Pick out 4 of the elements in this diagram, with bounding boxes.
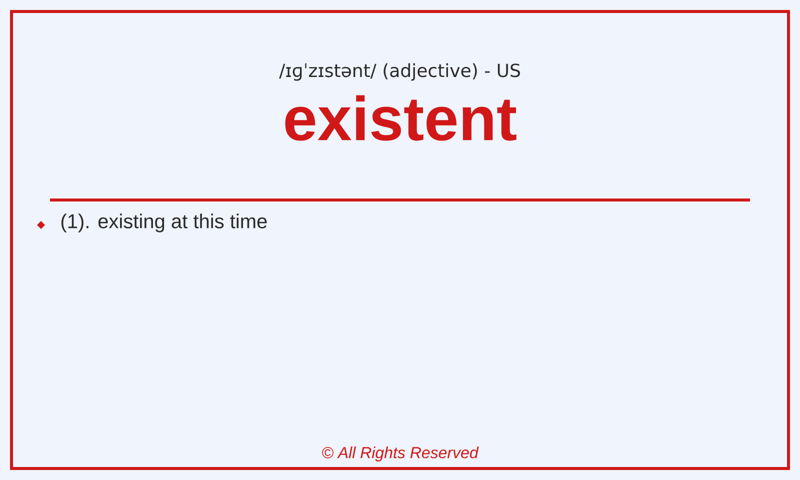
pronunciation-text: /ɪɡˈzɪstənt/ (adjective) - US xyxy=(279,63,520,81)
headword: existent xyxy=(285,95,516,141)
definition-text: (1). existing at this time xyxy=(61,214,267,232)
copyright-text: © All Rights Reserved xyxy=(322,446,479,462)
